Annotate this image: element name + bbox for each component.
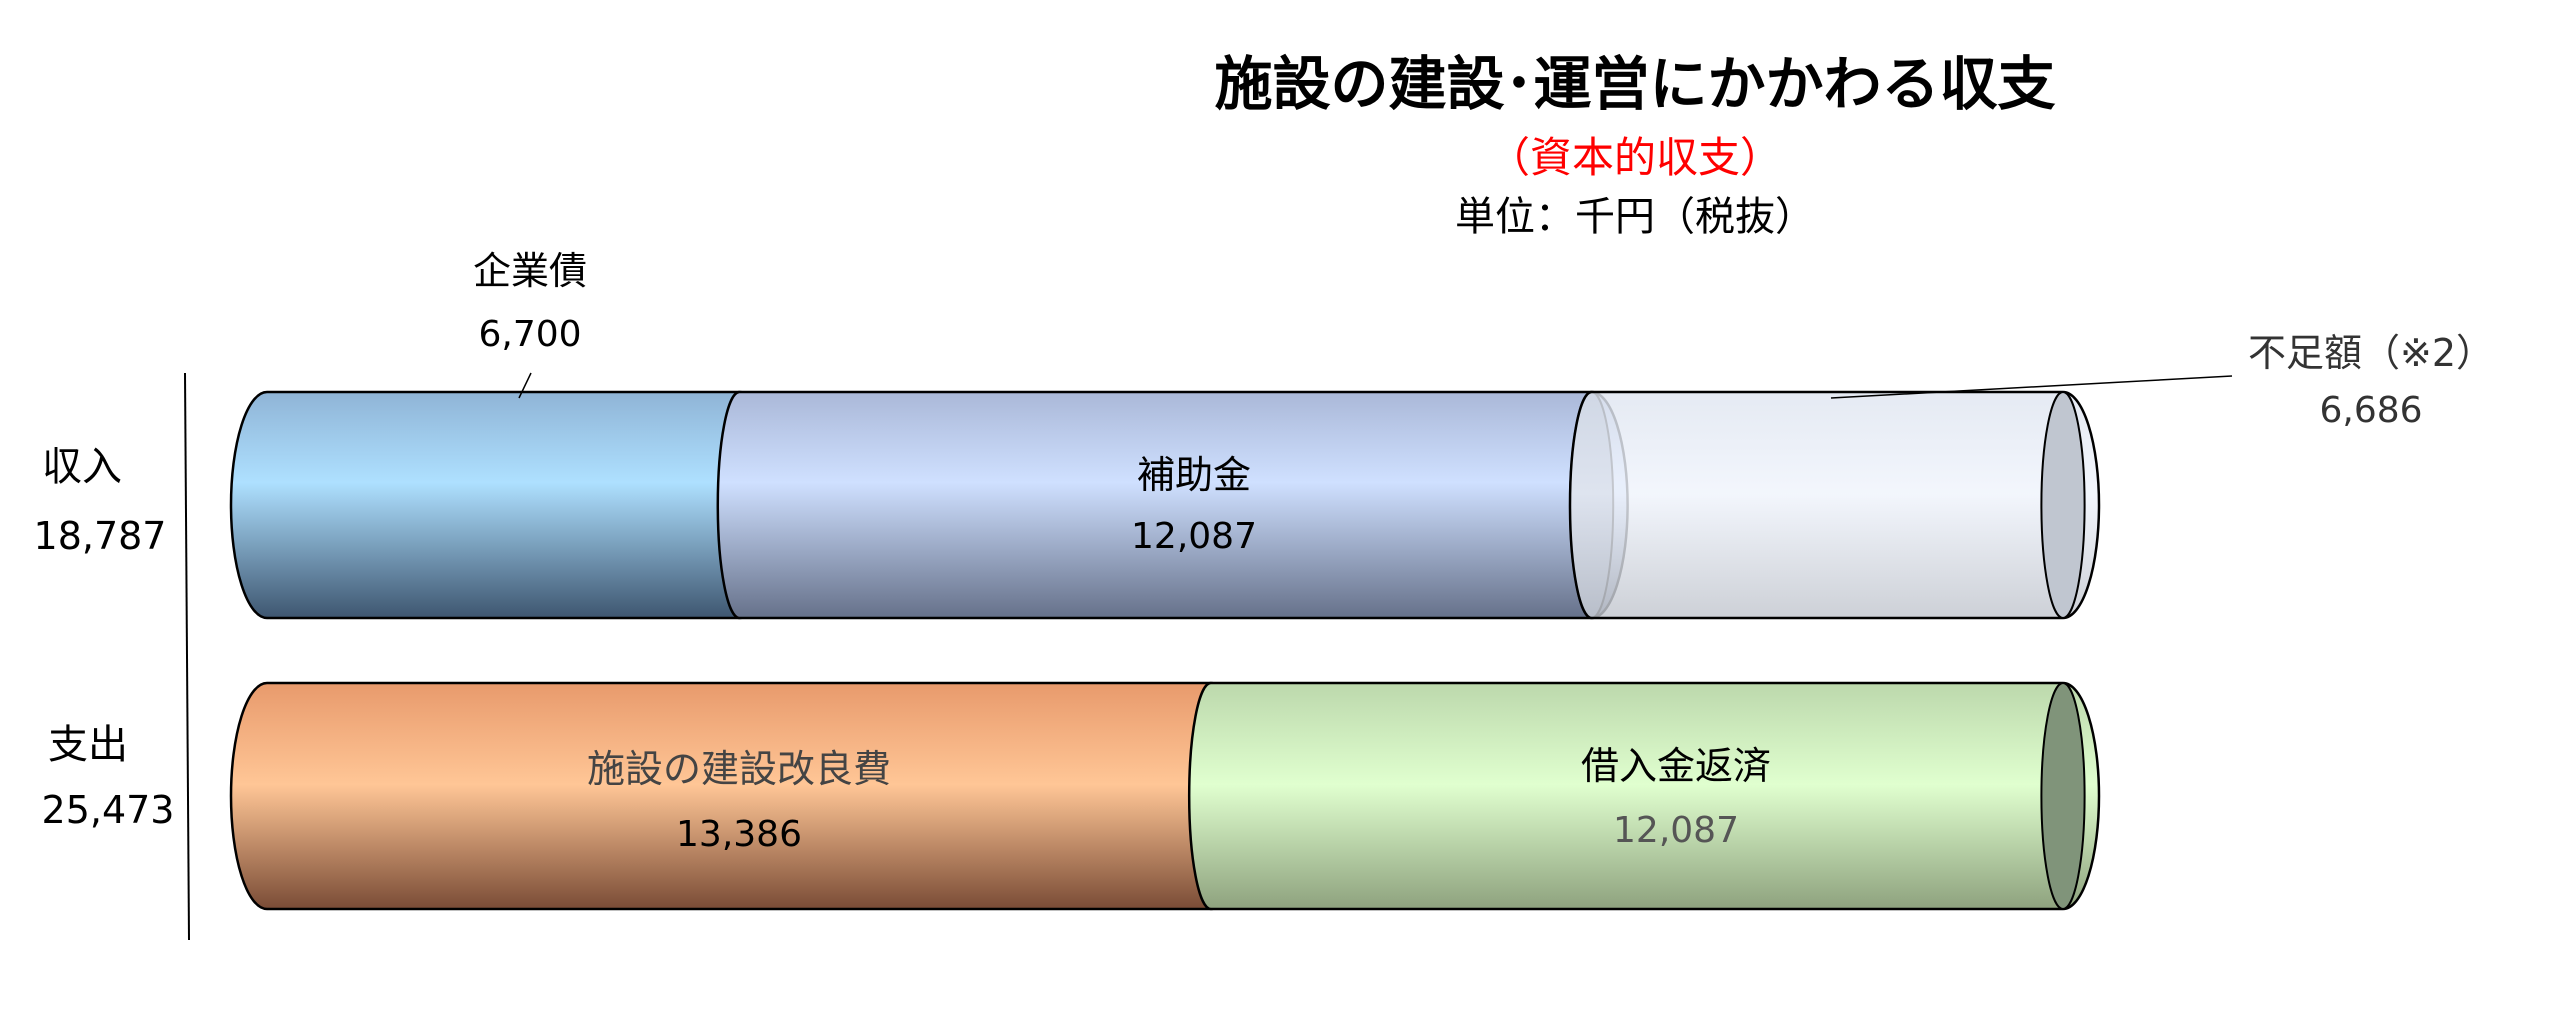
category-label-income: 収入 (42, 444, 122, 490)
category-axis-line (184, 372, 190, 941)
category-label-expense: 支出 (48, 722, 128, 768)
bar-segment-2 (1568, 390, 2101, 620)
value-kensetsu-kairyohi: 13,386 (676, 814, 802, 855)
bar-end-cap (2040, 682, 2086, 910)
label-kariirekin-hensai: 借入金返済 (1581, 744, 1771, 788)
bar-segment-1 (716, 390, 1629, 620)
value-kigyosai: 6,700 (478, 314, 581, 355)
category-total-expense: 25,473 (42, 788, 175, 832)
label-kigyosai: 企業債 (473, 249, 587, 293)
value-hojokin: 12,087 (1131, 516, 1257, 557)
unit-label: 単位：千円（税抜） (1455, 194, 1815, 240)
label-hojokin: 補助金 (1137, 453, 1251, 497)
value-kariirekin-hensai: 12,087 (1613, 810, 1739, 851)
value-fusokugaku: 6,686 (2319, 390, 2422, 431)
leader-line-fusokugaku (1830, 375, 2233, 399)
bar-segment-4 (1187, 681, 2101, 911)
leader-line-kigyosai (518, 372, 532, 399)
label-fusokugaku: 不足額（※2） (2248, 331, 2494, 375)
category-total-income: 18,787 (34, 514, 167, 558)
label-kensetsu-kairyohi: 施設の建設改良費 (587, 747, 891, 791)
bar-end-cap (2040, 391, 2086, 619)
chart-subtitle: （資本的収支） (1488, 133, 1782, 182)
chart-title: 施設の建設･運営にかかわる収支 (1214, 50, 2055, 118)
bar-segment-3 (229, 681, 1249, 911)
bar-segment-0 (229, 390, 777, 620)
